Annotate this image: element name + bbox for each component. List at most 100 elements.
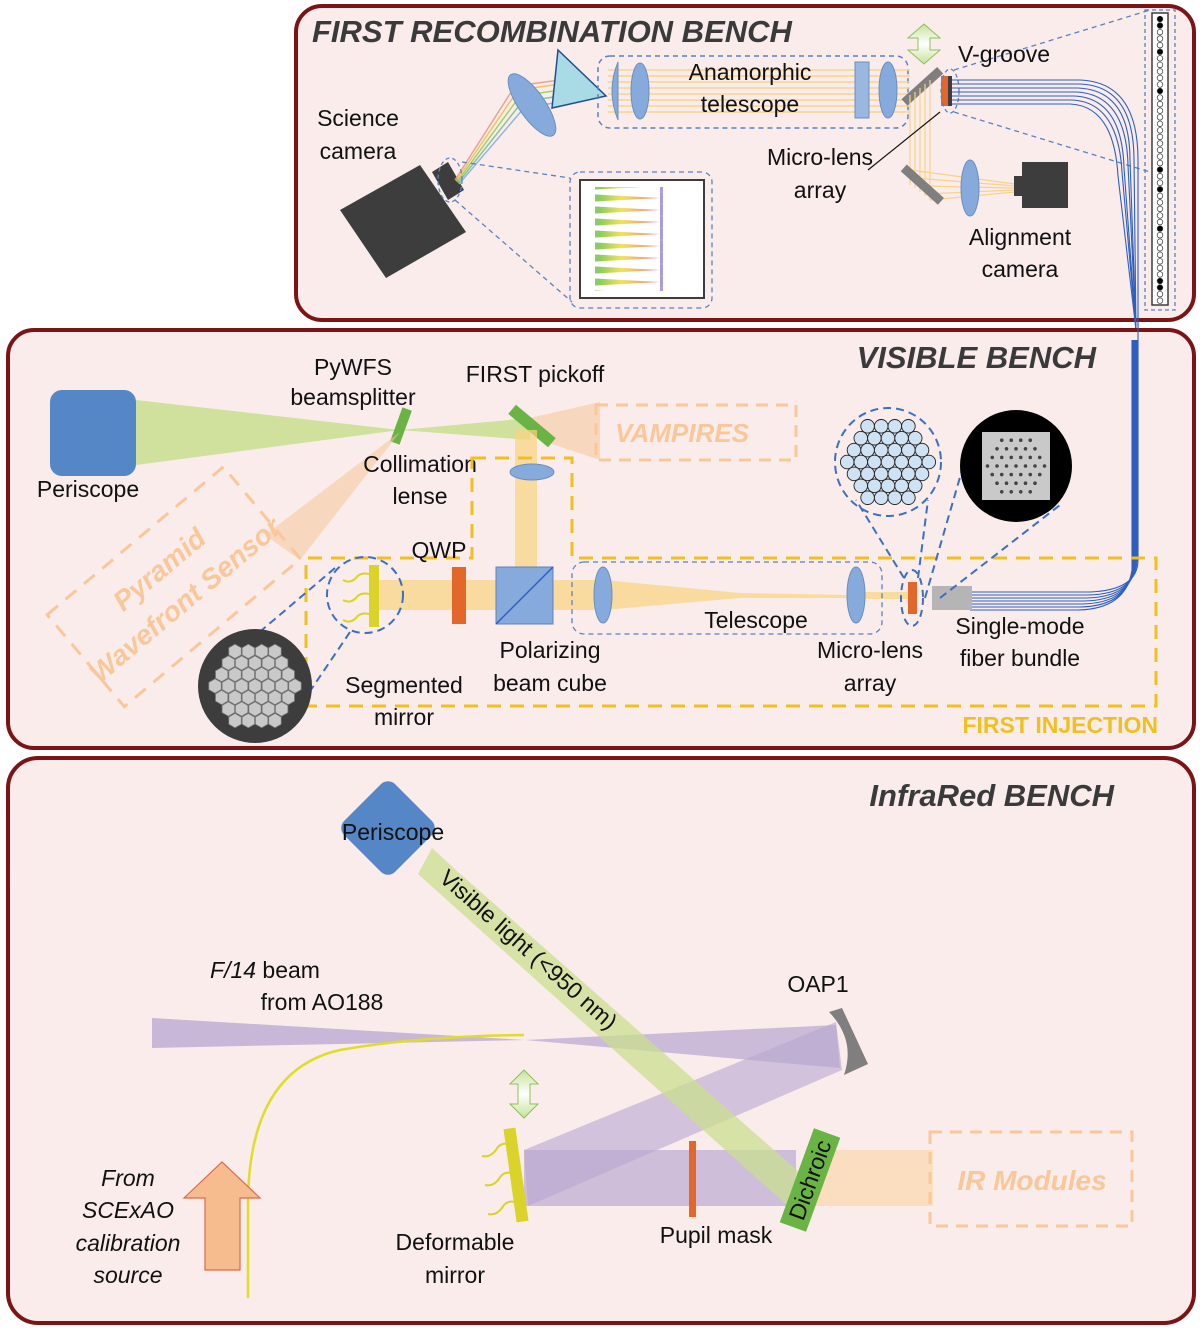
telescope-box xyxy=(571,561,883,635)
hex-segment xyxy=(248,655,262,671)
vgroove-core xyxy=(1156,212,1164,219)
pupil-mask xyxy=(689,1141,696,1217)
hex-segment xyxy=(241,666,256,683)
vgroove-core xyxy=(1156,107,1164,114)
fiber-core xyxy=(995,447,999,451)
main-beam xyxy=(372,580,604,610)
telescope-label: Telescope xyxy=(704,607,808,633)
vgroove-zoom-line-top xyxy=(953,9,1151,71)
lenslet xyxy=(901,490,916,505)
polarizing-label-1: Polarizing xyxy=(500,637,601,663)
prism xyxy=(551,48,608,109)
smf-label-1: Single-mode xyxy=(955,613,1084,639)
vgroove-core xyxy=(1156,186,1164,193)
vgroove-zoom-circle xyxy=(940,68,960,114)
dm-actuators xyxy=(481,1142,516,1216)
lenslet xyxy=(853,478,869,494)
lenslet xyxy=(860,419,875,434)
lenslet xyxy=(873,466,889,482)
hex-segment xyxy=(228,712,242,729)
vgroove-core xyxy=(1156,114,1164,121)
vgroove-microlens-array xyxy=(941,76,948,106)
vgroove-core xyxy=(1156,277,1164,285)
ir-modules-label: IR Modules xyxy=(957,1165,1106,1196)
infrared-bench: InfraRed BENCH Visible light (<950 nm) P… xyxy=(6,756,1196,1325)
segmented-mirror-zoom-circle xyxy=(326,556,404,634)
translation-arrow-icon xyxy=(906,23,942,65)
microlens-label-1: Micro-lens xyxy=(817,637,923,663)
hexagonal-segments xyxy=(208,643,302,729)
lenslet xyxy=(894,454,909,470)
segmented-zoom-line-2 xyxy=(299,631,351,707)
pywfs-beam xyxy=(265,432,400,560)
science-camera-label-2: camera xyxy=(320,138,397,164)
lenslet xyxy=(894,430,909,446)
hex-segment xyxy=(254,712,269,729)
hex-segment xyxy=(274,678,289,694)
visible-bench: VISIBLE BENCH Periscope PyWFS beamsplitt… xyxy=(6,320,1196,750)
from-label-1: From xyxy=(101,1165,155,1191)
vgroove-core xyxy=(1156,55,1164,62)
vgroove-core xyxy=(1156,133,1164,141)
hex-segment xyxy=(254,643,269,660)
fold-mirror-2 xyxy=(900,164,944,205)
vgroove-core xyxy=(1156,271,1164,278)
anamorphic-label-1: Anamorphic xyxy=(689,59,812,85)
ir-modules-box xyxy=(928,1130,1134,1228)
science-camera xyxy=(340,162,466,278)
recombination-bench: FIRST RECOMBINATION BENCH xyxy=(294,4,1196,331)
fiber-core xyxy=(1009,455,1014,460)
lenslet xyxy=(839,454,855,470)
hex-segment xyxy=(228,689,242,706)
fiber-core xyxy=(1037,472,1042,477)
vgroove-core xyxy=(1156,225,1164,232)
fold-mirror-1 xyxy=(901,66,944,106)
polarizing-beam-cube xyxy=(495,566,554,625)
fiber-core xyxy=(990,472,995,477)
dm-label-2: mirror xyxy=(425,1262,485,1288)
vgroove-core xyxy=(1156,290,1164,298)
detector-zoom-line-2 xyxy=(454,199,573,303)
vgroove-core xyxy=(1156,61,1164,68)
fiber-core xyxy=(1009,438,1014,443)
lenslet xyxy=(894,478,909,494)
vgroove-core xyxy=(1156,94,1164,101)
telescope-lens-1 xyxy=(593,566,613,624)
fiber-core xyxy=(995,464,999,468)
microlens-zoom-circle xyxy=(900,569,924,627)
vgroove-zoom-line-bottom xyxy=(953,111,1151,173)
fiber-core xyxy=(1018,490,1023,494)
vgroove-core xyxy=(1156,74,1164,82)
vgroove-core xyxy=(1156,120,1164,127)
fiber-bundle-cores xyxy=(985,438,1047,494)
vgroove-core xyxy=(1156,238,1164,245)
vgroove-core xyxy=(1156,173,1164,180)
fiber-core xyxy=(1014,464,1018,468)
lenslet xyxy=(867,454,882,470)
vgroove-core xyxy=(1156,166,1164,173)
vgroove-core xyxy=(1156,284,1164,291)
from-label-4: source xyxy=(93,1262,162,1288)
hex-segment xyxy=(228,666,242,683)
calibration-source-arrow-icon xyxy=(182,1161,262,1271)
collimation-label-1: Collimation xyxy=(363,451,477,477)
lenslet xyxy=(846,466,862,482)
lenslet xyxy=(901,466,916,482)
hex-segment xyxy=(221,678,236,694)
fiber-bundle-recombination xyxy=(952,79,1139,331)
collimation-label-2: lense xyxy=(393,483,448,509)
lenslet xyxy=(860,490,875,505)
segmented-label-2: mirror xyxy=(374,704,434,730)
vgroove-core xyxy=(1156,231,1164,239)
hex-segment xyxy=(241,712,256,729)
anamorphic-plate xyxy=(854,61,870,119)
calibration-fiber xyxy=(246,1033,525,1298)
dm-label-1: Deformable xyxy=(396,1229,515,1255)
cylindrical-lens-2 xyxy=(630,62,650,120)
fiber-core xyxy=(1028,472,1033,477)
vgroove-core xyxy=(1156,218,1164,226)
anamorphic-label-2: telescope xyxy=(701,91,799,117)
hex-segment xyxy=(248,678,262,694)
anamorphic-lens-3 xyxy=(878,61,898,119)
first-injection-label: FIRST INJECTION xyxy=(962,712,1158,738)
